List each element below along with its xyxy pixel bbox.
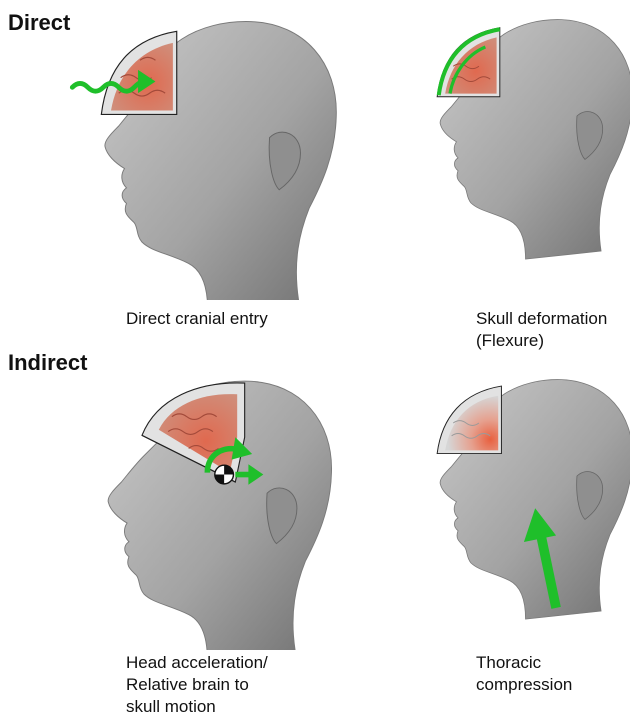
head-illustration bbox=[58, 10, 338, 300]
head-illustration bbox=[58, 370, 338, 650]
brain-cutaway bbox=[437, 386, 501, 453]
head-illustration bbox=[405, 10, 630, 300]
brain-cutaway bbox=[437, 28, 500, 97]
caption-head-acceleration: Head acceleration/ Relative brain to sku… bbox=[126, 652, 268, 718]
panel-skull-deformation bbox=[405, 10, 630, 300]
center-of-mass-icon bbox=[215, 465, 234, 484]
panel-direct-cranial-entry bbox=[58, 10, 338, 300]
caption-skull-deformation: Skull deformation (Flexure) bbox=[476, 308, 607, 352]
head-illustration bbox=[405, 370, 630, 650]
panel-head-acceleration bbox=[58, 370, 338, 650]
caption-thoracic-compression: Thoracic compression bbox=[476, 652, 572, 696]
panel-thoracic-compression bbox=[405, 370, 630, 650]
caption-direct-cranial-entry: Direct cranial entry bbox=[126, 308, 268, 330]
